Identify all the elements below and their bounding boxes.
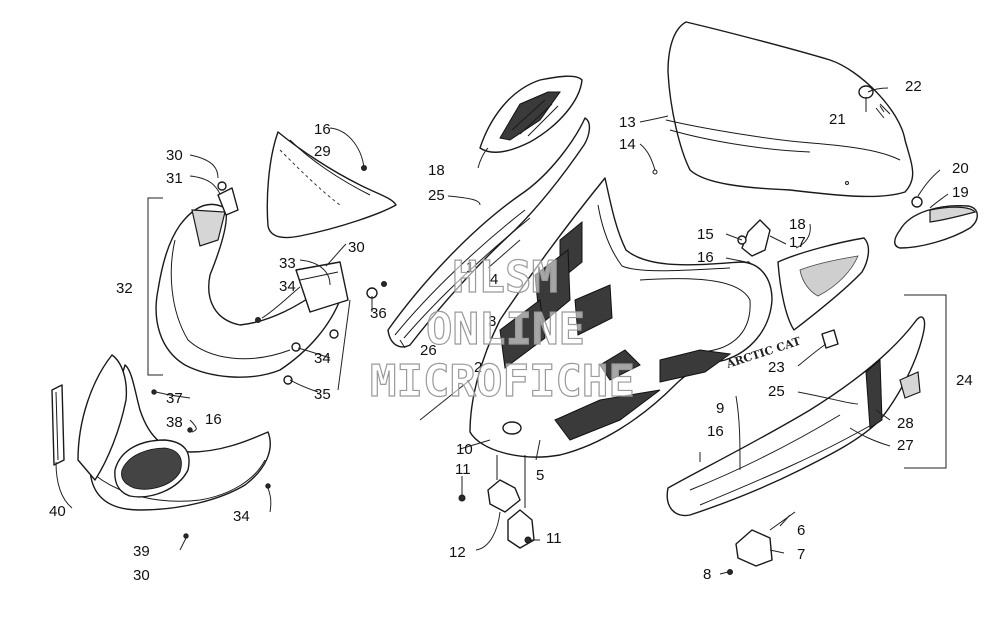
callout-29: 29 — [314, 143, 331, 160]
left-front-bezel — [155, 203, 349, 378]
callout-30b: 30 — [348, 239, 365, 256]
callout-11a: 11 — [455, 461, 471, 478]
callout-4: 4 — [490, 271, 498, 288]
callout-1: 1 — [466, 259, 474, 276]
watermark: HLSM ONLINE MICROFICHE — [369, 251, 635, 407]
callout-3: 3 — [488, 313, 496, 330]
callout-36: 36 — [370, 305, 387, 322]
callout-16c: 16 — [697, 249, 714, 266]
callout-21: 21 — [829, 111, 846, 128]
callout-26: 26 — [420, 342, 437, 359]
callout-18b: 18 — [789, 216, 806, 233]
callout-11b: 11 — [546, 530, 562, 547]
callout-14: 14 — [619, 136, 636, 153]
callout-37: 37 — [166, 390, 183, 407]
callout-5: 5 — [536, 467, 544, 484]
callout-32: 32 — [116, 280, 133, 297]
callout-35: 35 — [314, 386, 331, 403]
retaining-clip — [821, 329, 839, 349]
callout-16a: 16 — [314, 121, 331, 138]
callout-34b: 34 — [314, 350, 331, 367]
watermark-line-3: MICROFICHE — [370, 356, 635, 407]
callout-7: 7 — [797, 546, 805, 563]
nose-bracket — [458, 455, 535, 549]
upper-trim-strip — [387, 117, 591, 348]
left-upper-vent — [479, 75, 583, 153]
callout-24: 24 — [956, 372, 973, 389]
callout-27: 27 — [897, 437, 914, 454]
callout-18a: 18 — [428, 162, 445, 179]
bracket-1 — [487, 239, 521, 269]
bracket-24 — [904, 294, 947, 469]
right-side-vent — [777, 237, 870, 331]
callout-34c: 34 — [233, 508, 250, 525]
callout-16d: 16 — [707, 423, 724, 440]
callout-16b: 16 — [205, 411, 222, 428]
bracket-32 — [147, 197, 163, 376]
callout-15: 15 — [697, 226, 714, 243]
callout-8: 8 — [703, 566, 711, 583]
lower-mount — [727, 511, 796, 575]
callout-28: 28 — [897, 415, 914, 432]
callout-30c: 30 — [133, 567, 150, 584]
lower-nose-panel — [51, 354, 271, 539]
callout-labels: 1 2 3 4 5 6 7 8 9 10 11 11 12 13 14 15 1… — [49, 78, 973, 584]
callout-34a: 34 — [279, 278, 296, 295]
callout-40: 40 — [49, 503, 66, 520]
callout-39: 39 — [133, 543, 150, 560]
left-upper-panel — [266, 131, 397, 239]
callout-17: 17 — [789, 234, 806, 251]
callout-10: 10 — [456, 441, 473, 458]
windshield — [652, 21, 914, 198]
callout-2: 2 — [474, 359, 482, 376]
push-clip — [217, 165, 367, 216]
leader-lines — [55, 87, 949, 575]
callout-30a: 30 — [166, 147, 183, 164]
watermark-line-2: ONLINE — [426, 304, 585, 355]
mount-bracket — [737, 219, 771, 267]
windshield-screw — [858, 85, 891, 119]
callout-23: 23 — [768, 359, 785, 376]
callout-19: 19 — [952, 184, 969, 201]
callout-22: 22 — [905, 78, 922, 95]
callout-13: 13 — [619, 114, 636, 131]
callout-25a: 25 — [428, 187, 445, 204]
callout-6: 6 — [797, 522, 805, 539]
callout-33: 33 — [279, 255, 296, 272]
callout-9: 9 — [716, 400, 724, 417]
callout-38: 38 — [166, 414, 183, 431]
callout-12: 12 — [449, 544, 466, 561]
callout-31: 31 — [166, 170, 183, 187]
bracket-2 — [419, 379, 471, 421]
callout-20: 20 — [952, 160, 969, 177]
watermark-line-1: HLSM — [452, 252, 558, 303]
callout-25b: 25 — [768, 383, 785, 400]
side-mirror — [894, 196, 978, 249]
